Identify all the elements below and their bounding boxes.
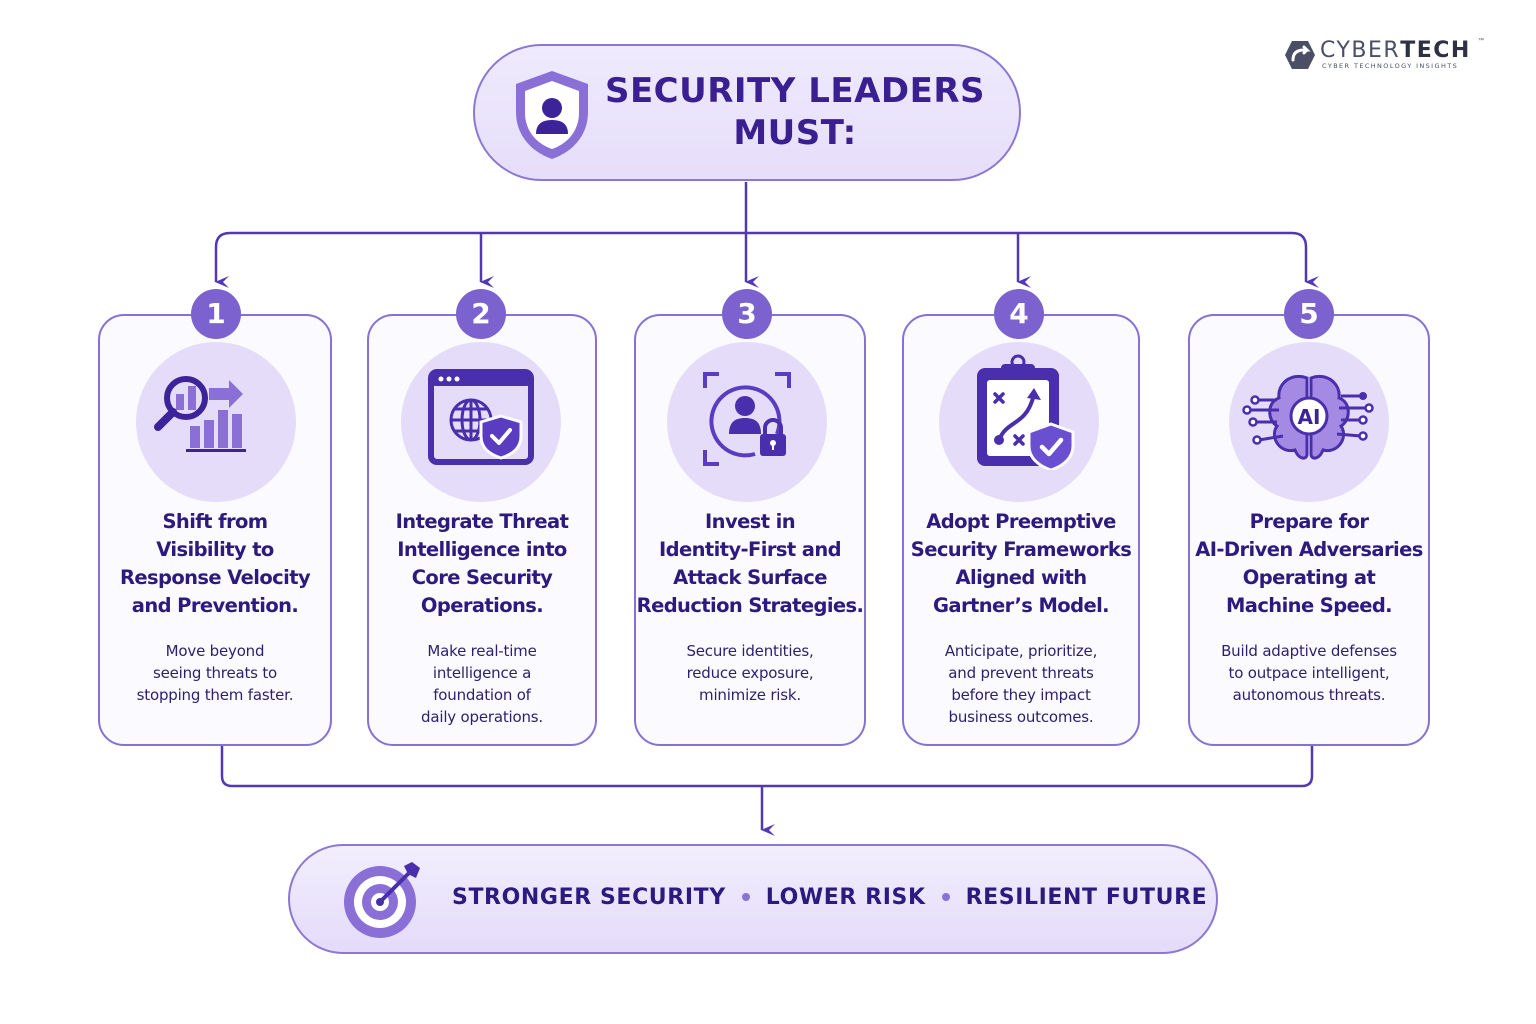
browser-globe-shield-icon [428, 369, 534, 465]
card-title-line: Invest in [705, 510, 796, 533]
separator-dot [941, 893, 950, 901]
card-title-line: Reduction Strategies. [636, 594, 864, 617]
card-title-line: Identity-First and [659, 538, 842, 561]
svg-text:AI: AI [1298, 405, 1321, 429]
ai-brain-circuit-icon: AI [1242, 375, 1374, 460]
card-icon-wrapper [667, 342, 827, 502]
connector-to-card-1 [214, 231, 231, 288]
card-icon-wrapper: AI [1229, 342, 1389, 502]
cybertech-logo: CYBERTECH ™ CYBER TECHNOLOGY INSIGHTS [1282, 38, 1492, 74]
card-title-line: Intelligence into [397, 538, 567, 561]
footer-outcomes: STRONGER SECURITY LOWER RISK RESILIENT F… [452, 880, 1207, 914]
card-description-line: autonomous threats. [1232, 686, 1386, 704]
card-title-line: Aligned with [955, 566, 1088, 589]
card-description-line: Secure identities, [686, 642, 814, 660]
card-description: Make real-time intelligence a foundation o… [367, 640, 597, 728]
card-title-line: Attack Surface [673, 566, 827, 589]
step-number-badge: 5 [1284, 289, 1334, 339]
outcome-stronger-security: STRONGER SECURITY [452, 884, 726, 910]
card-description-line: seeing threats to [152, 664, 277, 682]
title-line-1: SECURITY LEADERS [604, 71, 986, 111]
card-description-line: business outcomes. [948, 708, 1094, 726]
target-arrow-icon [344, 862, 420, 938]
connector-to-card-5 [1291, 231, 1319, 288]
step-number-badge: 3 [722, 289, 772, 339]
card-title-line: AI-Driven Adversaries [1195, 538, 1423, 561]
card-title-line: and Prevention. [131, 594, 299, 617]
card-description-line: before they impact [951, 686, 1091, 704]
card-description-line: foundation of [433, 686, 531, 704]
outcome-lower-risk: LOWER RISK [765, 884, 926, 910]
footer-banner [288, 844, 1218, 954]
card-description-line: reduce exposure, [686, 664, 814, 682]
card-icon-wrapper [401, 342, 561, 502]
card-description-line: Move beyond [165, 642, 265, 660]
card-title-line: Response Velocity [119, 566, 311, 589]
step-number-badge: 1 [191, 289, 241, 339]
card-description-line: Make real-time [427, 642, 537, 660]
page-title: SECURITY LEADERS MUST: [595, 70, 995, 154]
card-title-line: Adopt Preemptive [926, 510, 1116, 533]
card-title-line: Operations. [420, 594, 544, 617]
brand-name: CYBERTECH [1320, 38, 1471, 63]
brand-tagline: CYBER TECHNOLOGY INSIGHTS [1322, 62, 1459, 70]
card-title-line: Machine Speed. [1225, 594, 1393, 617]
card-description: Anticipate, prioritize, and prevent threa… [902, 640, 1140, 728]
card-title-line: Prepare for [1249, 510, 1369, 533]
card-title-line: Operating at [1242, 566, 1376, 589]
outcome-resilient-future: RESILIENT FUTURE [965, 884, 1208, 910]
shield-user-icon [516, 71, 588, 159]
card-description-line: to outpace intelligent, [1228, 664, 1390, 682]
trademark: ™ [1478, 38, 1484, 44]
card-icon-wrapper [939, 342, 1099, 502]
card-title-line: Shift from [162, 510, 268, 533]
card-description: Move beyond seeing threats to stopping the… [98, 640, 332, 706]
card-description-line: Build adaptive defenses [1221, 642, 1397, 660]
card-icon-wrapper [136, 342, 296, 502]
card-title-line: Core Security [411, 566, 553, 589]
header-banner [473, 44, 1021, 181]
identity-lock-icon [703, 372, 791, 466]
card-description-line: intelligence a [432, 664, 532, 682]
title-line-2: MUST: [733, 113, 857, 153]
cybertech-logo-icon [1285, 41, 1315, 69]
card-description-line: stopping them faster. [136, 686, 294, 704]
separator-dot [741, 893, 750, 901]
card-description: Build adaptive defenses to outpace intell… [1188, 640, 1430, 706]
clipboard-strategy-shield-icon [977, 354, 1075, 470]
card-title-line: Integrate Threat [395, 510, 569, 533]
card-description: Secure identities, reduce exposure, minimi… [634, 640, 866, 706]
card-description-line: and prevent threats [948, 664, 1094, 682]
card-title-line: Visibility to [156, 538, 274, 561]
card-title-line: Security Frameworks [910, 538, 1132, 561]
card-description-line: Anticipate, prioritize, [944, 642, 1098, 660]
step-number-badge: 4 [994, 289, 1044, 339]
connector-merge [220, 746, 1314, 788]
card-title-line: Gartner’s Model. [933, 594, 1110, 617]
card-description-line: daily operations. [421, 708, 543, 726]
magnifier-chart-arrow-icon [154, 376, 246, 452]
step-number-badge: 2 [456, 289, 506, 339]
card-description-line: minimize risk. [699, 686, 801, 704]
